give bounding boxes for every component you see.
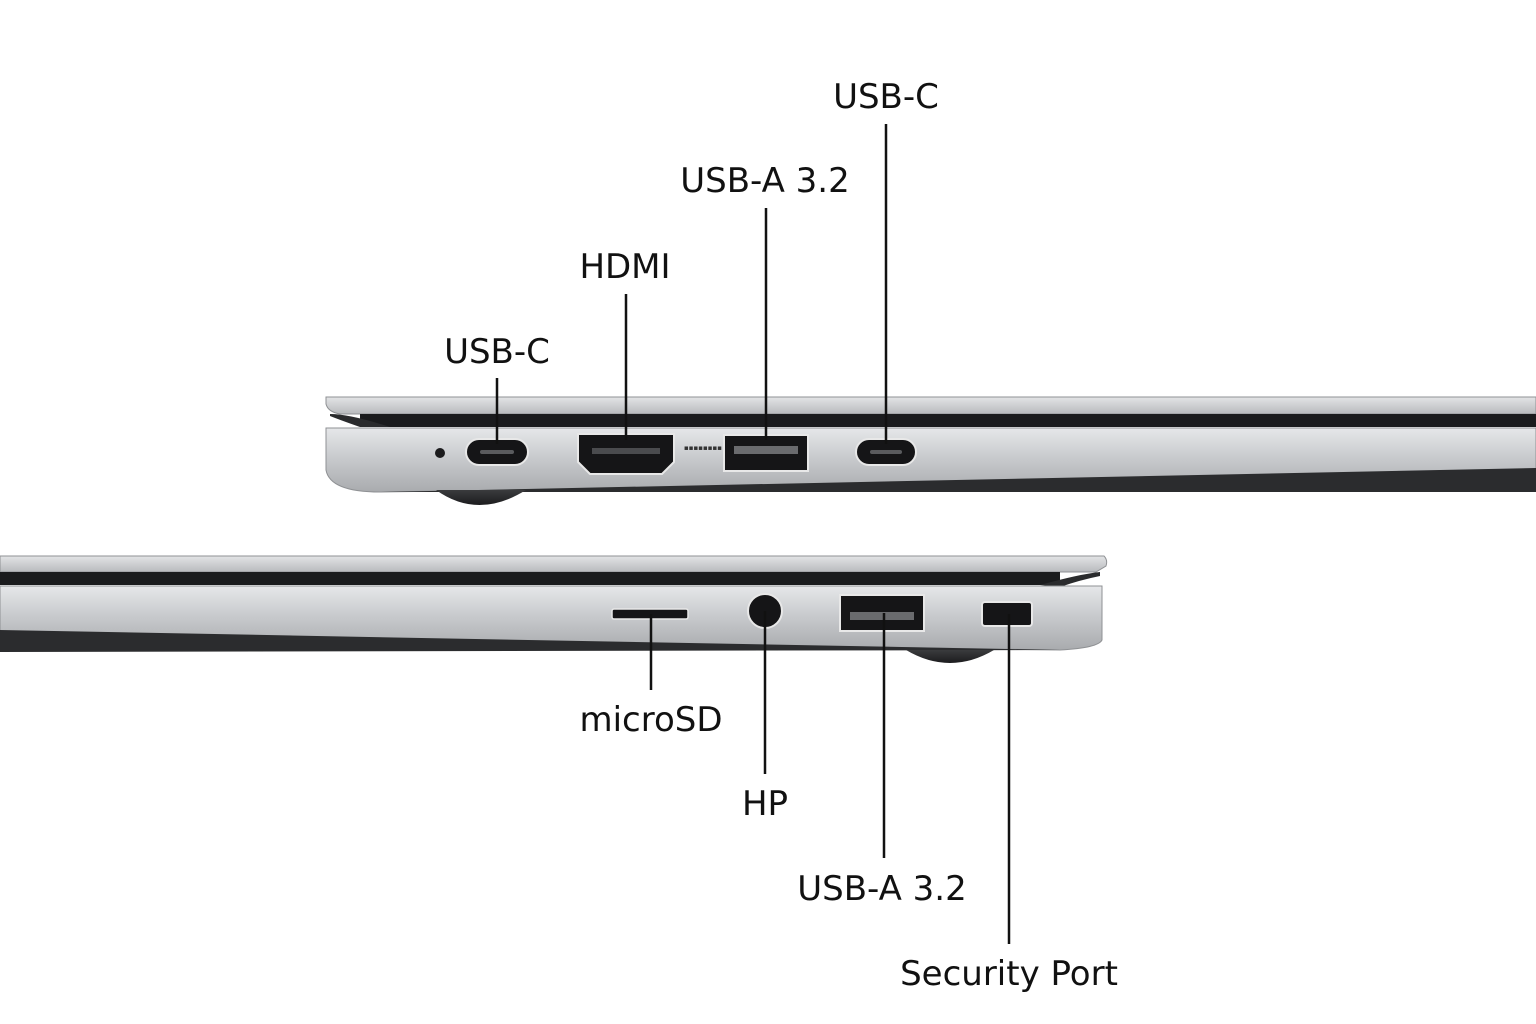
laptop-foot <box>906 650 994 663</box>
laptop-right-side-view <box>0 555 1108 663</box>
lid-seam-curve <box>1040 572 1100 587</box>
security-slot-icon <box>981 601 1033 627</box>
port-label-usb-a-left: USB-A 3.2 <box>680 161 849 201</box>
laptop-lid <box>325 396 1536 415</box>
port-label-microsd: microSD <box>579 700 722 740</box>
port-label-usb-a-right: USB-A 3.2 <box>797 869 966 909</box>
lid-seam <box>0 572 1060 585</box>
port-label-hdmi: HDMI <box>579 247 670 287</box>
port-label-usb-c-left-2: USB-C <box>833 77 939 117</box>
laptop-foot <box>436 490 526 505</box>
lid-seam-curve <box>330 414 390 427</box>
port-label-usb-c-left: USB-C <box>444 332 550 372</box>
hdmi-microtext: ▪▪▪▪▪▪▪▪ <box>684 444 722 452</box>
base-underside <box>380 468 1536 492</box>
status-led <box>435 448 445 458</box>
laptop-base <box>0 585 1103 651</box>
laptop-lid <box>0 555 1108 573</box>
laptop-left-side-view: ▪▪▪▪▪▪▪▪ <box>325 396 1536 505</box>
port-label-hp: HP <box>742 784 788 824</box>
lid-seam <box>360 414 1536 427</box>
port-label-security: Security Port <box>900 954 1118 994</box>
base-underside <box>0 630 1060 652</box>
